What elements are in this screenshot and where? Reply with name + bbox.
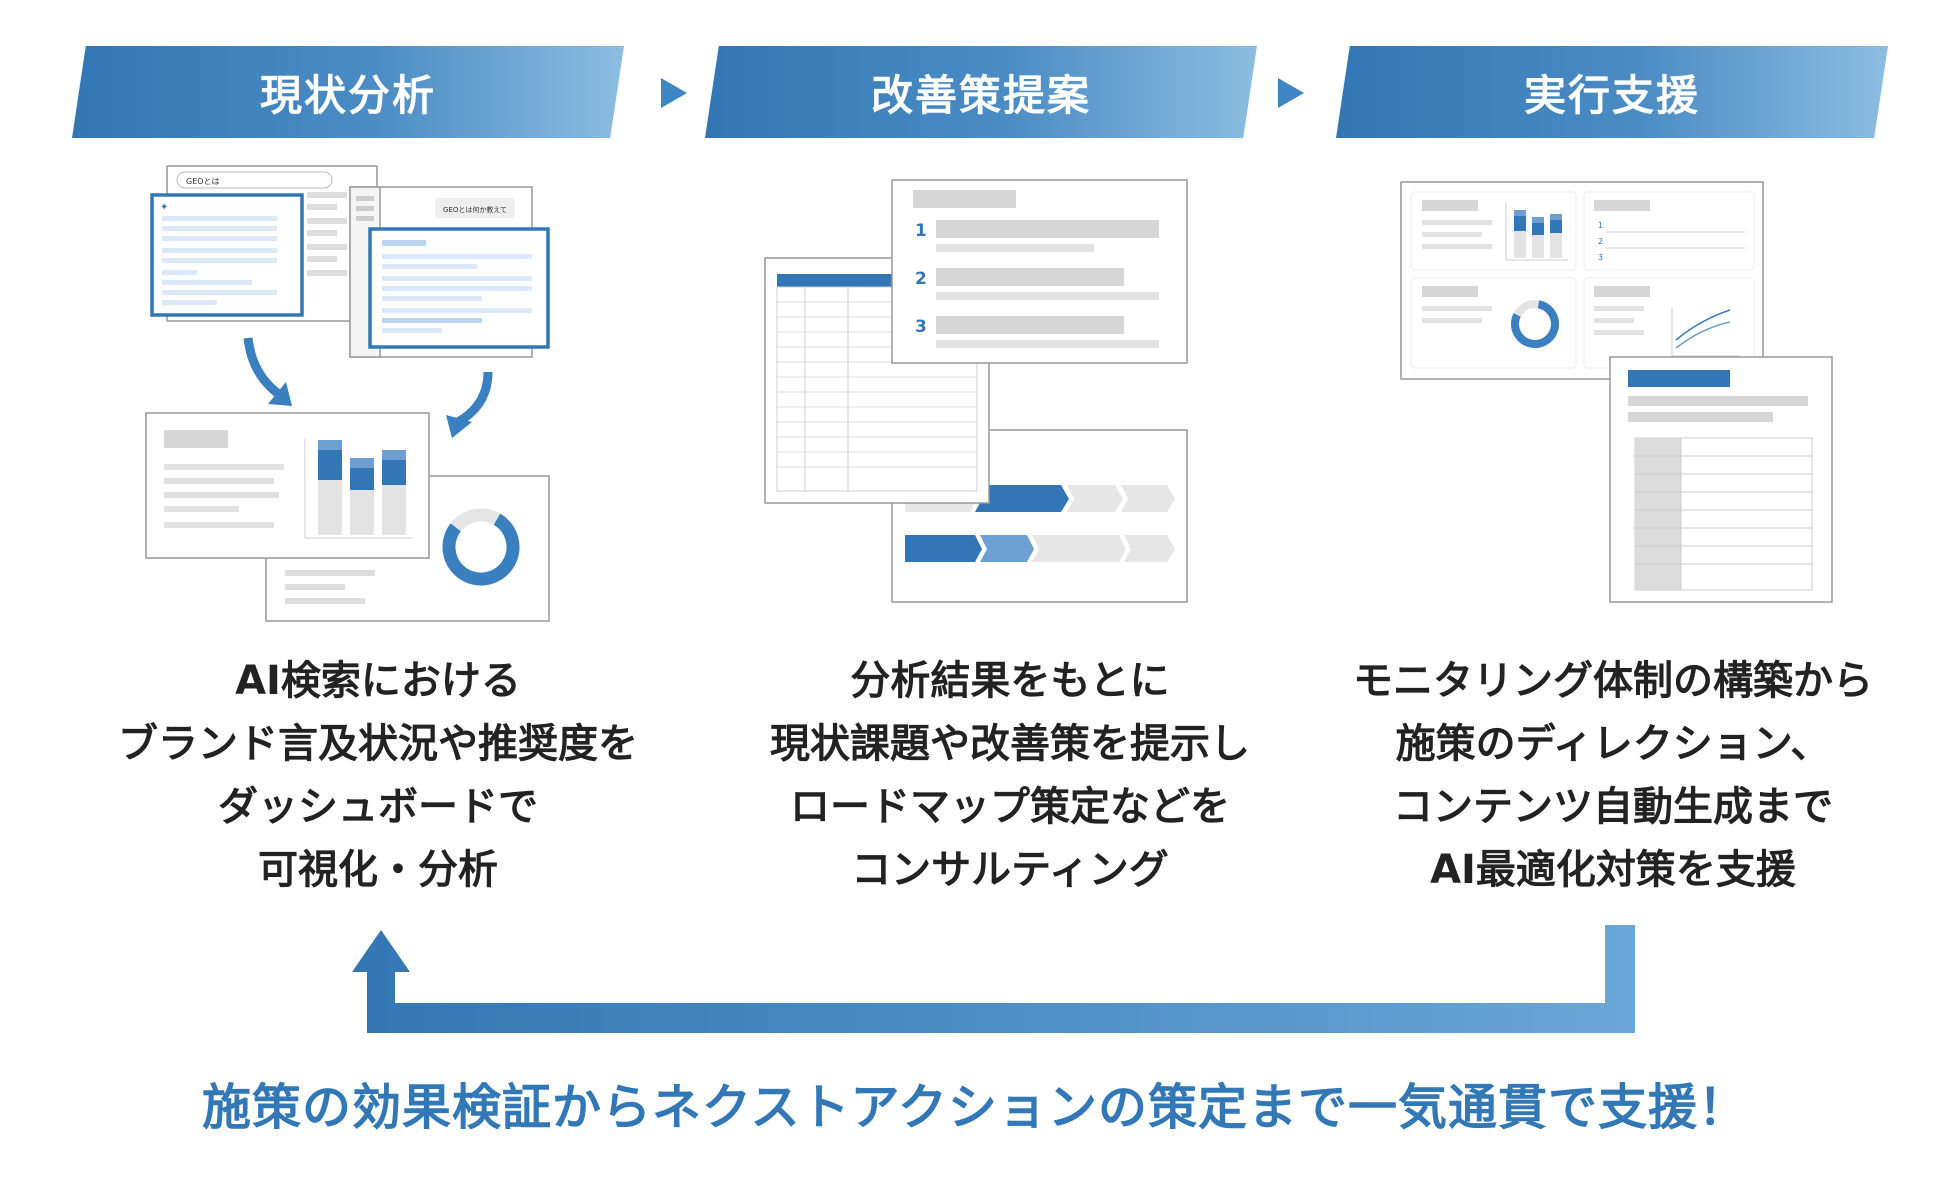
step-3-banner: 実行支援 xyxy=(1336,46,1888,138)
step-1-banner: 現状分析 xyxy=(72,46,624,138)
list-number: 3 xyxy=(1598,253,1603,262)
analysis-illustration: GEOとは GEOとは何か教えて ✦ xyxy=(140,160,620,630)
step-2-title: 改善策提案 xyxy=(870,70,1091,120)
description-line: AI最適化対策を支援 xyxy=(1430,847,1796,893)
list-number: 2 xyxy=(915,269,927,289)
proposal-illustration: 1 2 3 xyxy=(755,160,1235,630)
curved-down-arrow-icon xyxy=(446,415,472,438)
search-query-text: GEOとは xyxy=(186,177,220,186)
description-line: 可視化・分析 xyxy=(258,847,498,893)
description-line: 現状課題や改善策を提示し xyxy=(770,721,1250,767)
description-line: ダッシュボードで xyxy=(218,784,538,830)
step-3-description: モニタリング体制の構築から 施策のディレクション、 コンテンツ自動生成まで AI… xyxy=(1323,650,1903,902)
description-line: 施策のディレクション、 xyxy=(1395,721,1831,767)
chevron-right-icon xyxy=(1278,78,1304,108)
description-line: コンサルティング xyxy=(851,847,1169,893)
description-line: モニタリング体制の構築から xyxy=(1353,658,1873,704)
step-1-description: AI検索における ブランド言及状況や推奨度を ダッシュボードで 可視化・分析 xyxy=(88,650,668,902)
chevron-right-icon xyxy=(661,78,687,108)
curved-down-arrow-icon xyxy=(268,382,292,406)
step-2-banner: 改善策提案 xyxy=(705,46,1257,138)
description-line: ブランド言及状況や推奨度を xyxy=(118,721,638,767)
list-number: 3 xyxy=(915,317,927,337)
sparkle-icon: ✦ xyxy=(160,202,168,213)
list-number: 2 xyxy=(1598,237,1603,246)
step-2-description: 分析結果をもとに 現状課題や改善策を提示し ロードマップ策定などを コンサルティ… xyxy=(720,650,1300,902)
list-number: 1 xyxy=(915,221,927,241)
description-line: コンテンツ自動生成まで xyxy=(1393,784,1833,830)
execution-illustration: 1 2 3 xyxy=(1380,160,1860,630)
description-line: 分析結果をもとに xyxy=(850,658,1170,704)
description-line: ロードマップ策定などを xyxy=(790,784,1230,830)
list-number: 1 xyxy=(1598,221,1603,230)
chat-prompt-text: GEOとは何か教えて xyxy=(443,205,507,214)
description-line: AI検索における xyxy=(235,658,521,704)
step-1-title: 現状分析 xyxy=(259,70,436,120)
step-3-title: 実行支援 xyxy=(1523,70,1700,120)
tagline: 施策の効果検証からネクストアクションの策定まで一気通貫で支援！ xyxy=(201,1079,1749,1136)
